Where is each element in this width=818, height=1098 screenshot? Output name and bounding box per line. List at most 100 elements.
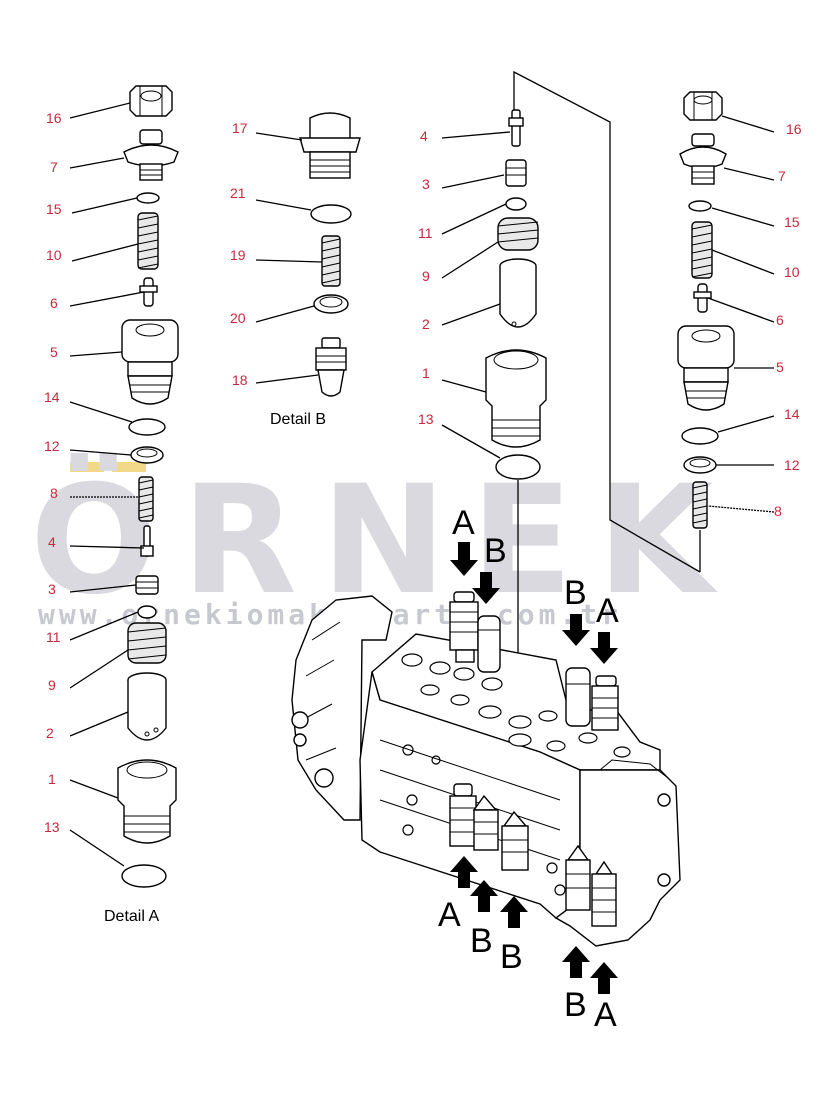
valve-right-a [591, 675, 619, 731]
watermark-umlaut-left [70, 462, 104, 472]
label-right-top-b: B [564, 574, 587, 612]
part-o-ring-small-right [688, 200, 712, 212]
callout-a-11: 11 [46, 629, 61, 645]
label-right-top-a: A [596, 592, 619, 630]
callout-a-13: 13 [44, 819, 60, 835]
arrow-mid-b1 [470, 880, 498, 912]
label-mid-b2: B [500, 938, 523, 976]
part-cap-nut-a [129, 85, 173, 117]
callout-a-5: 5 [50, 344, 58, 360]
part-small-valve-center [505, 159, 527, 187]
callout-r-10: 10 [784, 264, 800, 280]
callout-r-6: 6 [776, 312, 784, 328]
part-check-valve-b [315, 337, 347, 397]
detail-a-leaders [69, 102, 145, 867]
part-adjust-screw-right [679, 133, 727, 185]
part-small-valve-a [135, 575, 159, 595]
caption-detail-a: Detail A [104, 908, 159, 925]
valve-right-b [565, 667, 591, 727]
arrow-mid-b2 [500, 896, 528, 928]
center-leaders [441, 131, 511, 459]
part-cap-nut-right [683, 91, 723, 121]
callout-c-13: 13 [418, 411, 434, 427]
part-pin-center [508, 109, 524, 147]
right-stack-group: 16 7 15 10 6 5 14 12 8 [677, 91, 802, 572]
callout-a-1: 1 [48, 771, 56, 787]
callout-b-21: 21 [230, 185, 246, 201]
center-callouts: 4 3 11 9 2 1 13 [418, 128, 434, 427]
callout-r-16: 16 [786, 121, 802, 137]
arrow-top-a [450, 542, 478, 576]
label-low-b: B [564, 986, 587, 1024]
part-backup-ring-right [683, 456, 717, 474]
valve-top-a [449, 591, 479, 663]
part-coil-center [497, 217, 539, 251]
part-valve-body-right [677, 325, 735, 411]
callout-r-14: 14 [784, 406, 800, 422]
part-spring-b [321, 235, 341, 287]
arrow-right-top-b [562, 614, 590, 646]
callout-a-4: 4 [48, 534, 56, 550]
part-spring-small-a [138, 476, 154, 522]
part-piston-a [127, 672, 167, 741]
callout-a-7: 7 [50, 159, 58, 175]
callout-b-17: 17 [232, 120, 248, 136]
part-backup-ring-a [130, 446, 164, 464]
valve-mid-a [449, 783, 477, 847]
label-top-b: B [484, 532, 507, 570]
part-coil-a [127, 622, 167, 664]
part-ring-center [505, 197, 527, 211]
label-top-a: A [452, 504, 475, 542]
detail-b-leaders [255, 132, 323, 384]
routing-line [513, 70, 701, 573]
part-spring-small-right [692, 481, 708, 529]
arrow-low-a [590, 962, 618, 994]
part-piston-center [499, 258, 537, 328]
watermark: ÖRNEK www.ornekiomakbalarth.com.tr [30, 452, 713, 631]
part-o-ring-b [310, 204, 352, 224]
callout-r-12: 12 [784, 457, 800, 473]
callout-r-8: 8 [774, 503, 782, 519]
part-valve-body-a [121, 319, 179, 405]
watermark-umlaut-right [112, 462, 146, 472]
label-mid-b1: B [470, 922, 493, 960]
detail-a-callouts: 16 7 15 10 6 5 14 12 8 4 3 11 9 2 1 13 [44, 110, 62, 835]
block-valves [449, 591, 619, 927]
callout-a-16: 16 [46, 110, 62, 126]
caption-detail-b: Detail B [270, 411, 326, 428]
callout-c-3: 3 [422, 176, 430, 192]
part-o-ring-center [495, 454, 541, 480]
arrow-top-b [472, 572, 500, 604]
valve-top-b [477, 615, 501, 673]
right-leaders [707, 115, 775, 513]
callout-c-9: 9 [422, 268, 430, 284]
valve-low-b [565, 844, 591, 911]
arrow-right-top-a [590, 632, 618, 664]
callout-a-14: 14 [44, 389, 60, 405]
valve-low-a [591, 860, 617, 927]
part-adjust-screw-a [123, 129, 179, 181]
callout-a-2: 2 [46, 725, 54, 741]
part-o-ring-large-a [121, 864, 167, 888]
callout-a-12: 12 [44, 438, 60, 454]
part-poppet-right [693, 283, 712, 313]
part-ring-small-a [137, 605, 157, 619]
callout-a-3: 3 [48, 581, 56, 597]
callout-r-5: 5 [776, 359, 784, 375]
callout-c-2: 2 [422, 316, 430, 332]
callout-c-1: 1 [422, 365, 430, 381]
flow-arrows [450, 542, 618, 994]
callout-a-15: 15 [46, 201, 62, 217]
callout-a-9: 9 [48, 677, 56, 693]
callout-a-10: 10 [46, 247, 62, 263]
right-callouts: 16 7 15 10 6 5 14 12 8 [774, 121, 802, 519]
callout-a-6: 6 [50, 295, 58, 311]
label-mid-a: A [438, 896, 461, 934]
detail-b-group: 17 21 19 20 18 Detail B [230, 112, 361, 428]
valve-mid-b1 [472, 794, 499, 851]
part-sleeve-center [485, 349, 547, 448]
part-o-ring-a [128, 418, 166, 436]
part-spring-a [137, 212, 159, 270]
part-o-ring-right [681, 427, 719, 445]
